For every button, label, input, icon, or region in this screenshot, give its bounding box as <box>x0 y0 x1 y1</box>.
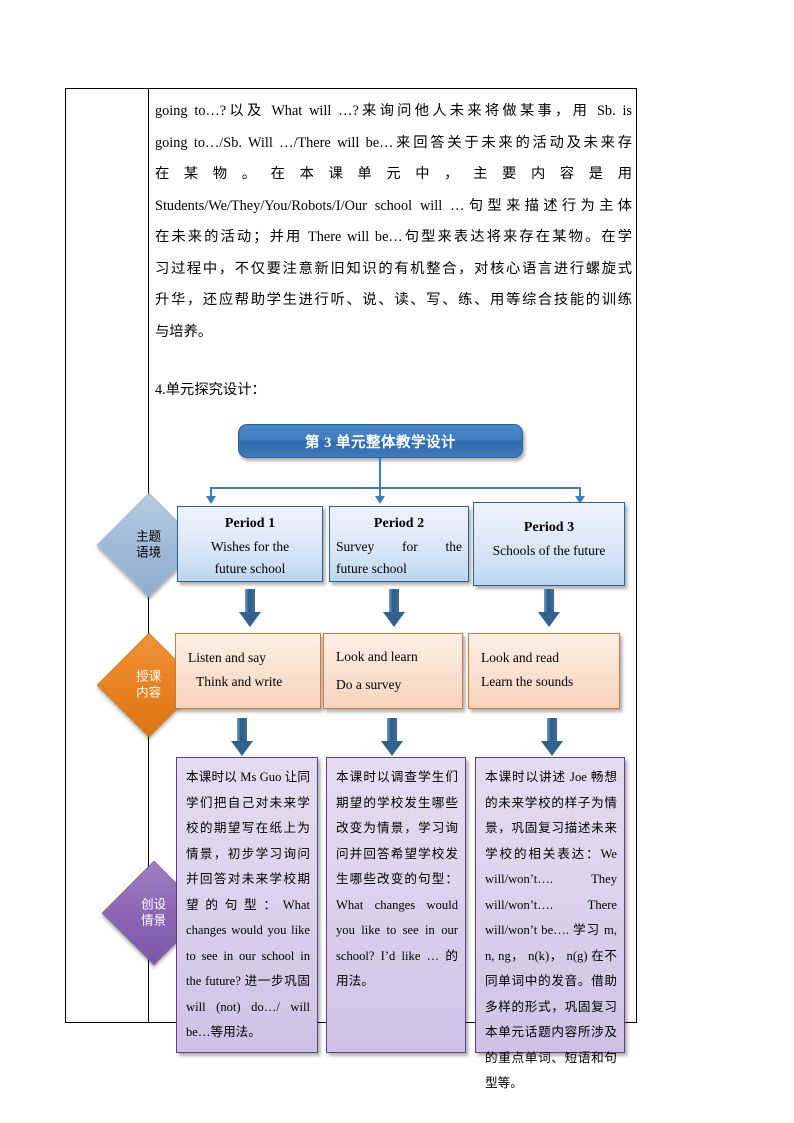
arrow-down-icon-1 <box>206 496 216 504</box>
connector-bus <box>210 487 581 489</box>
period-1-subtitle-line1: Wishes for the <box>210 539 290 554</box>
row-label-theme-line2: 语境 <box>136 545 162 560</box>
period-box-2[interactable]: Period 2 Survey for the future school <box>329 506 469 582</box>
content-2-line1: Look and learn <box>336 649 418 664</box>
content-box-1[interactable]: Listen and say Think and write <box>175 633 321 709</box>
period-2-title: Period 2 <box>373 516 425 531</box>
row-label-scenario-line2: 情景 <box>141 913 167 928</box>
period-box-3[interactable]: Period 3 Schools of the future <box>473 502 625 586</box>
diagram-title-text: 第 3 单元整体教学设计 <box>305 434 456 451</box>
thick-arrow-down-icon-3 <box>538 589 560 629</box>
thick-arrow-down-icon-2 <box>383 589 405 629</box>
period-2-subtitle-line2: future school <box>336 561 407 576</box>
connector-drop-3 <box>579 487 581 497</box>
content-1-line1: Listen and say <box>188 650 266 665</box>
connector-drop-2 <box>379 487 381 497</box>
period-3-subtitle-line1: Schools of the future <box>492 543 606 558</box>
row-label-content-line1: 授课 <box>136 669 162 684</box>
thick-arrow-down-icon-1 <box>239 589 261 629</box>
body-line-8: 与培养。 <box>155 323 213 340</box>
row-label-theme-line1: 主题 <box>136 529 162 544</box>
connector-drop-1 <box>210 487 212 497</box>
body-paragraph: going to…?以及 What will …?来询问他人未来将做某事，用 S… <box>155 96 632 348</box>
content-1-line2: Think and write <box>196 674 283 689</box>
thick-arrow-down-icon-6 <box>541 718 563 758</box>
content-2-line2: Do a survey <box>336 677 402 692</box>
thick-arrow-down-icon-4 <box>231 718 253 758</box>
scenario-box-1[interactable]: 本课时以 Ms Guo 让同学们把自己对未来学校的期望写在纸上为情景，初步学习询… <box>176 757 318 1053</box>
body-line-3: 在某物。在本课单元中，主要内容是用 <box>155 166 632 182</box>
scenario-3-text: 本课时以讲述 Joe 畅想的未来学校的样子为情景，巩固复习描述未来学校的相关表达… <box>485 770 617 1090</box>
section-heading: 4.单元探究设计： <box>155 382 266 398</box>
body-line-4: Students/We/They/You/Robots/I/Our school… <box>155 197 632 214</box>
body-line-7: 升华，还应帮助学生进行听、说、读、写、练、用等综合技能的训练 <box>155 292 632 308</box>
period-1-subtitle-line2: future school <box>214 561 286 576</box>
body-line-2: going to…/Sb. Will …/There will be…来回答关于… <box>155 134 632 151</box>
content-box-2[interactable]: Look and learn Do a survey <box>323 633 463 709</box>
connector-stem <box>379 458 381 488</box>
period-1-title: Period 1 <box>224 516 276 531</box>
content-3-line1: Look and read <box>481 650 559 665</box>
period-2-subtitle-line1: Survey for the <box>336 539 462 554</box>
diagram-title-banner: 第 3 单元整体教学设计 <box>238 424 523 458</box>
row-label-content-line2: 内容 <box>136 685 162 700</box>
content-3-line2: Learn the sounds <box>481 674 574 689</box>
content-box-3[interactable]: Look and read Learn the sounds <box>468 633 620 709</box>
period-3-title: Period 3 <box>523 520 575 535</box>
scenario-2-text: 本课时以调查学生们期望的学校发生哪些改变为情景，学习询问并回答希望学校发生哪些改… <box>336 770 458 988</box>
scenario-1-text: 本课时以 Ms Guo 让同学们把自己对未来学校的期望写在纸上为情景，初步学习询… <box>186 770 310 1039</box>
period-box-1[interactable]: Period 1 Wishes for the future school <box>177 506 323 582</box>
body-line-1: going to…?以及 What will …?来询问他人未来将做某事，用 S… <box>155 103 632 119</box>
row-label-scenario-line1: 创设 <box>141 897 167 912</box>
arrow-down-icon-3 <box>575 496 585 504</box>
body-line-5: 在未来的活动；并用 There will be…句型来表达将来存在某物。在学 <box>155 229 632 245</box>
body-line-6: 习过程中，不仅要注意新旧知识的有机整合，对核心语言进行螺旋式 <box>155 260 632 277</box>
thick-arrow-down-icon-5 <box>381 718 403 758</box>
scenario-box-3[interactable]: 本课时以讲述 Joe 畅想的未来学校的样子为情景，巩固复习描述未来学校的相关表达… <box>475 757 625 1090</box>
arrow-down-icon-2 <box>375 496 385 504</box>
scenario-box-2[interactable]: 本课时以调查学生们期望的学校发生哪些改变为情景，学习询问并回答希望学校发生哪些改… <box>326 757 466 1053</box>
